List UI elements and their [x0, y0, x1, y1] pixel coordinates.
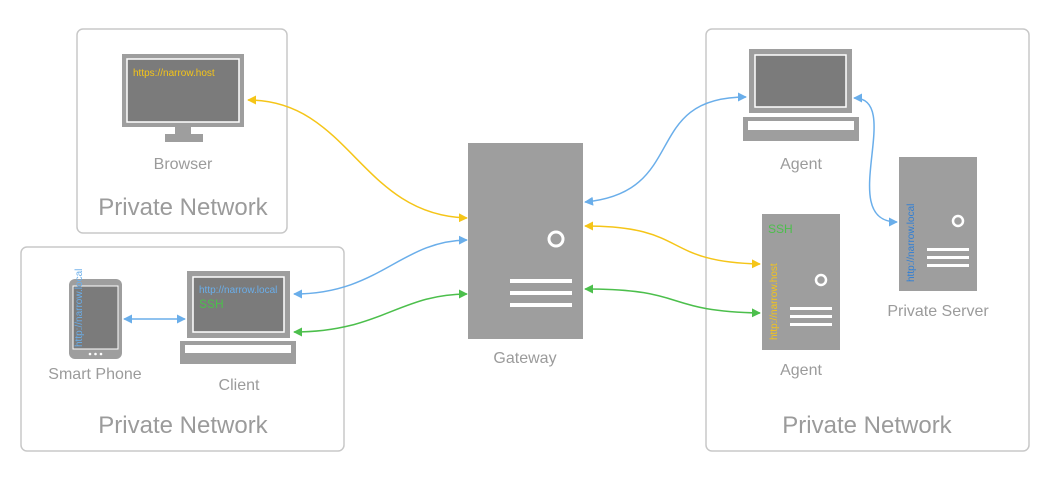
agent-laptop-icon: [743, 49, 859, 141]
blue-arrow-client-gateway: [293, 235, 468, 299]
agent-server-label: Agent: [780, 362, 822, 379]
gateway-server-icon: [468, 143, 583, 339]
green-arrow-gateway-agent-server: [584, 284, 761, 318]
gateway-label: Gateway: [493, 350, 556, 367]
client-label: Client: [219, 377, 260, 394]
agent-server-icon: SSH http://narrow.host: [762, 214, 840, 350]
yellow-arrow-gateway-agent-server: [584, 221, 761, 269]
browser-label: Browser: [154, 156, 213, 173]
smart-phone-icon: http://narrow.local: [69, 269, 122, 359]
blue-arrow-gateway-agent-laptop: [584, 92, 747, 206]
browser-screen-url: https://narrow.host: [133, 68, 215, 79]
network-title: Private Network: [782, 412, 952, 439]
smart-phone-label: Smart Phone: [48, 366, 141, 383]
private-network-top-left: Private Network: [76, 28, 288, 234]
private-network-bottom-left: Private Network: [20, 246, 345, 452]
client-screen-ssh: SSH: [199, 297, 224, 311]
client-laptop-icon: http://narrow.local SSH: [180, 271, 296, 364]
agent-server-ssh: SSH: [768, 222, 793, 236]
browser-monitor-icon: https://narrow.host: [122, 54, 244, 142]
private-server-icon: http://narrow.local: [899, 157, 977, 291]
network-title: Private Network: [98, 412, 268, 439]
agent-server-url: http://narrow.host: [769, 263, 780, 340]
yellow-arrow-browser-gateway: [247, 95, 468, 223]
agent-laptop-label: Agent: [780, 156, 822, 173]
green-arrow-client-gateway: [293, 289, 468, 337]
blue-arrow-agent-laptop-private-server: [853, 93, 898, 227]
network-title: Private Network: [98, 194, 268, 221]
private-server-label: Private Server: [887, 303, 989, 320]
client-screen-url: http://narrow.local: [199, 285, 277, 296]
private-server-url: http://narrow.local: [906, 204, 917, 282]
phone-screen-url: http://narrow.local: [74, 269, 85, 347]
